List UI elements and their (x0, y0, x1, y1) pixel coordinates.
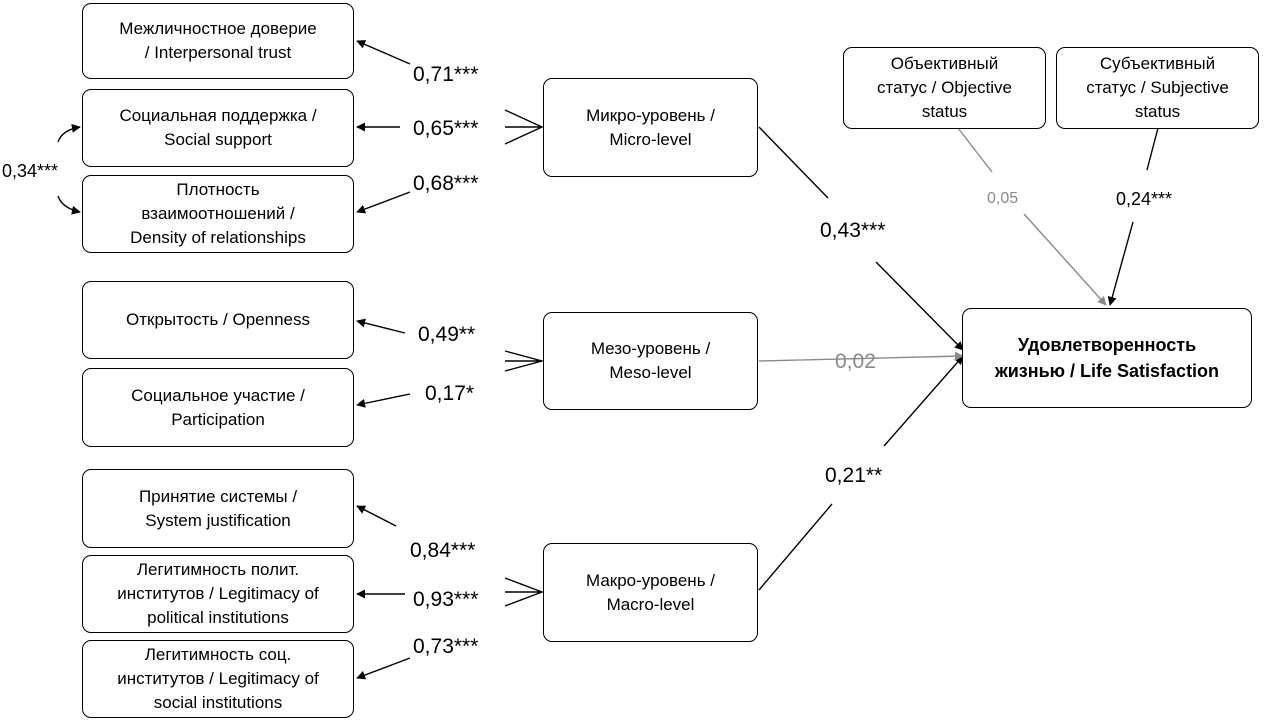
coef-covariance: 0,34*** (2, 161, 59, 181)
control-label: статус / Subjective (1086, 78, 1229, 97)
coef-system: 0,84*** (410, 539, 476, 562)
indicator-label: Легитимность полит. (136, 560, 300, 579)
indicator-label: Принятие системы / (138, 486, 298, 506)
loading-arrow-system (356, 505, 397, 527)
covariance-arrow-top (57, 123, 81, 143)
path-meso-ls (758, 351, 964, 362)
path-macro-ls-b (883, 355, 964, 447)
covariance-arrow-bottom (57, 195, 81, 215)
indicator-label: Social support (164, 130, 272, 149)
outcome-life-satisfaction: Удовлетворенность жизнью / Life Satisfact… (962, 308, 1252, 408)
indicator-label: System justification (145, 510, 291, 530)
loading-fan-meso (504, 350, 545, 372)
latent-label: Micro-level (609, 129, 692, 149)
latent-macro-level: Макро-уровень / Macro-level (543, 543, 758, 642)
outcome-label: жизнью / Life Satisfaction (994, 361, 1220, 381)
indicator-label: social institutions (153, 693, 283, 712)
control-label: статус / Objective (877, 78, 1012, 97)
path-objective-ls-b (1023, 213, 1107, 306)
indicator-label: Participation (171, 409, 265, 429)
indicator-label: институтов / Legitimacy of (117, 584, 319, 603)
indicator-label: Социальное участие / (131, 385, 305, 405)
latent-label: Мезо-уровень / (590, 339, 711, 358)
indicator-participation: Социальное участие / Participation (82, 368, 354, 447)
coef-participation: 0,17* (425, 382, 475, 405)
latent-label: Meso-level (609, 363, 692, 382)
path-micro-ls-a (758, 126, 829, 199)
control-label: Субъективный (1099, 54, 1216, 73)
coef-legit-soc: 0,73*** (413, 635, 479, 658)
indicator-legitimacy-social: Легитимность соц. институтов / Legitimacy… (82, 640, 354, 718)
indicator-label: Межличностное доверие (119, 19, 317, 38)
control-label: status (921, 102, 968, 121)
indicator-label: / Interpersonal trust (144, 43, 292, 62)
indicator-social-support: Социальная поддержка / Social support (82, 89, 354, 167)
loading-arrow-openness (356, 318, 406, 334)
indicator-system-justification: Принятие системы / System justification (82, 469, 354, 548)
path-micro-ls-b (875, 261, 964, 351)
path-subjective-ls-b (1107, 221, 1134, 306)
control-subjective-status: Субъективный статус / Subjective status (1056, 47, 1259, 129)
indicator-interpersonal-trust: Межличностное доверие / Interpersonal tru… (82, 3, 354, 79)
control-objective-status: Объективный статус / Objective status (843, 47, 1046, 129)
indicator-label: Плотность (176, 180, 260, 199)
control-label: Объективный (890, 54, 999, 73)
indicator-openness: Открытость / Openness (82, 281, 354, 359)
coef-micro-ls: 0,43*** (820, 219, 886, 242)
coef-support: 0,65*** (413, 117, 479, 140)
indicator-density-of-relationships: Плотность взаимоотношений / Density of rel… (82, 175, 354, 253)
coef-macro-ls: 0,21** (825, 464, 883, 487)
outcome-label: Удовлетворенность (1017, 335, 1197, 355)
coef-legit-pol: 0,93*** (413, 588, 479, 611)
coef-objective-ls: 0,05 (987, 190, 1019, 207)
coef-subjective-ls: 0,24*** (1116, 189, 1173, 209)
latent-meso-level: Мезо-уровень / Meso-level (543, 312, 758, 410)
indicator-label: political institutions (147, 608, 289, 627)
loading-arrow-density (356, 191, 411, 214)
loading-arrow-legit-soc (356, 657, 411, 680)
coef-density: 0,68*** (413, 172, 479, 195)
indicator-label: взаимоотношений / (141, 204, 295, 223)
path-subjective-ls-a (1146, 127, 1159, 171)
loading-fan-micro (504, 109, 544, 145)
path-objective-ls-a (957, 127, 993, 173)
indicator-label: Density of relationships (130, 228, 306, 247)
coef-meso-ls: 0,02 (835, 350, 876, 373)
latent-label: Макро-уровень / (585, 570, 716, 590)
indicator-label: институтов / Legitimacy of (117, 669, 319, 688)
loading-arrow-trust (356, 40, 411, 65)
indicator-legitimacy-political: Легитимность полит. институтов / Legitima… (82, 555, 354, 633)
latent-label: Микро-уровень / (586, 105, 715, 125)
indicator-label: Социальная поддержка / (119, 106, 317, 125)
latent-label: Macro-level (606, 594, 695, 614)
coef-openness: 0,49** (418, 323, 476, 346)
indicator-label: Открытость / Openness (126, 310, 310, 329)
indicator-label: Легитимность соц. (144, 645, 292, 664)
path-macro-ls-a (758, 503, 833, 591)
latent-micro-level: Микро-уровень / Micro-level (543, 78, 758, 177)
loading-fan-macro (504, 577, 544, 607)
coef-trust: 0,71*** (413, 63, 479, 86)
control-label: status (1134, 102, 1181, 121)
loading-arrow-participation (356, 393, 411, 408)
